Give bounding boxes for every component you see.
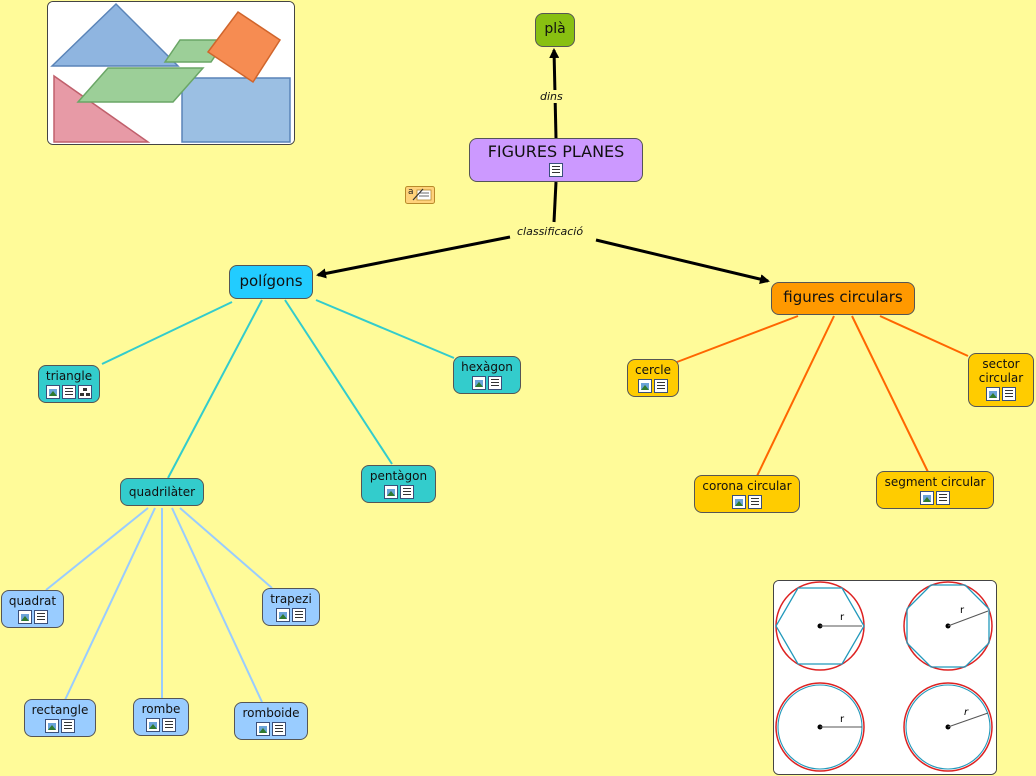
document-icon[interactable] (272, 722, 286, 736)
node-hexagon[interactable]: hexàgon (453, 356, 521, 394)
connector-classificacio-stem (552, 181, 558, 223)
document-icon[interactable] (292, 608, 306, 622)
node-poligons-label: polígons (239, 272, 303, 290)
image-icon[interactable] (45, 719, 59, 733)
node-quadrat-label: quadrat (8, 594, 57, 608)
node-rombe[interactable]: rombe (133, 698, 189, 736)
radius-label-3: r (840, 714, 845, 725)
node-sector-circular[interactable]: sector circular (968, 353, 1034, 407)
image-icon[interactable] (17, 610, 32, 624)
radius-label-1: r (840, 612, 845, 623)
image-icon[interactable] (638, 379, 652, 393)
node-figures-planes-label: FIGURES PLANES (487, 142, 625, 161)
image-icon[interactable] (732, 495, 746, 509)
node-cercle[interactable]: cercle (627, 359, 679, 397)
connector-cercle (676, 315, 799, 363)
document-icon[interactable] (748, 495, 762, 509)
image-icon[interactable] (383, 485, 398, 499)
node-rectangle-label: rectangle (31, 703, 89, 717)
node-rombe-label: rombe (141, 702, 181, 716)
document-icon[interactable] (61, 719, 75, 733)
node-quadrilater[interactable]: quadrilàter (120, 478, 204, 506)
connector-quadrat (45, 507, 149, 591)
image-icon[interactable] (472, 376, 486, 390)
node-sector-circular-label: sector circular (978, 357, 1024, 385)
image-icon[interactable] (46, 385, 60, 399)
node-corona-circular[interactable]: corona circular (694, 475, 800, 513)
node-trapezi-label: trapezi (270, 592, 312, 606)
image-icon[interactable] (986, 387, 1000, 401)
connector-quadrilater (167, 299, 263, 479)
link-label-classificacio: classificació (515, 225, 586, 238)
document-icon[interactable] (62, 385, 76, 399)
node-pentagon-label: pentàgon (369, 469, 428, 483)
node-triangle-label: triangle (45, 369, 93, 383)
node-rectangle[interactable]: rectangle (24, 699, 96, 737)
node-quadrilater-label: quadrilàter (128, 485, 196, 499)
node-segment-circular-label: segment circular (884, 475, 986, 489)
node-figures-circulars-label: figures circulars (783, 288, 903, 306)
node-quadrat[interactable]: quadrat (1, 590, 64, 628)
document-icon[interactable] (162, 718, 176, 732)
radius-label-2: r (960, 605, 965, 616)
node-figures-planes[interactable]: FIGURES PLANES (469, 138, 643, 182)
node-hexagon-label: hexàgon (461, 360, 513, 374)
inscribed-circles-image[interactable]: r r r r (773, 580, 997, 775)
node-romboide[interactable]: romboide (234, 702, 308, 740)
node-pentagon[interactable]: pentàgon (361, 465, 436, 503)
link-label-dins: dins (538, 90, 565, 103)
connector-trapezi (179, 507, 273, 589)
note-icon[interactable]: a (405, 186, 435, 204)
node-triangle[interactable]: triangle (38, 365, 100, 403)
document-icon[interactable] (654, 379, 668, 393)
node-segment-circular[interactable]: segment circular (876, 471, 994, 509)
node-figures-circulars[interactable]: figures circulars (771, 282, 915, 315)
image-icon[interactable] (146, 718, 160, 732)
image-icon[interactable] (256, 722, 270, 736)
document-icon[interactable] (549, 163, 563, 177)
connector-hexagon (315, 299, 455, 359)
image-icon[interactable] (920, 491, 934, 505)
connector-pentagon (284, 299, 393, 465)
connector-to-figures-circulars (595, 238, 770, 285)
node-corona-circular-label: corona circular (702, 479, 792, 493)
concept-map-icon[interactable] (78, 385, 92, 399)
radius-label-4: r (964, 707, 969, 718)
connector-segment (851, 315, 929, 473)
document-icon[interactable] (488, 376, 502, 390)
inscribed-circles-illustration (774, 581, 996, 774)
node-cercle-label: cercle (635, 363, 671, 377)
node-trapezi[interactable]: trapezi (262, 588, 320, 626)
node-pla-label: plà (544, 21, 566, 37)
polygons-illustration (48, 2, 294, 144)
connector-triangle (101, 301, 233, 365)
connector-romboide (171, 507, 263, 703)
node-poligons[interactable]: polígons (229, 265, 313, 299)
document-icon[interactable] (399, 485, 414, 499)
connector-to-poligons (316, 235, 511, 279)
connector-corona (756, 315, 835, 477)
connector-rectangle (64, 507, 156, 701)
node-romboide-label: romboide (242, 706, 300, 720)
image-icon[interactable] (276, 608, 290, 622)
note-icon-letter: a (408, 187, 414, 197)
document-icon[interactable] (1002, 387, 1016, 401)
connector-sector (879, 315, 969, 357)
node-pla[interactable]: plà (535, 13, 575, 47)
document-icon[interactable] (936, 491, 950, 505)
document-icon[interactable] (33, 610, 48, 624)
polygons-image[interactable] (47, 1, 295, 145)
